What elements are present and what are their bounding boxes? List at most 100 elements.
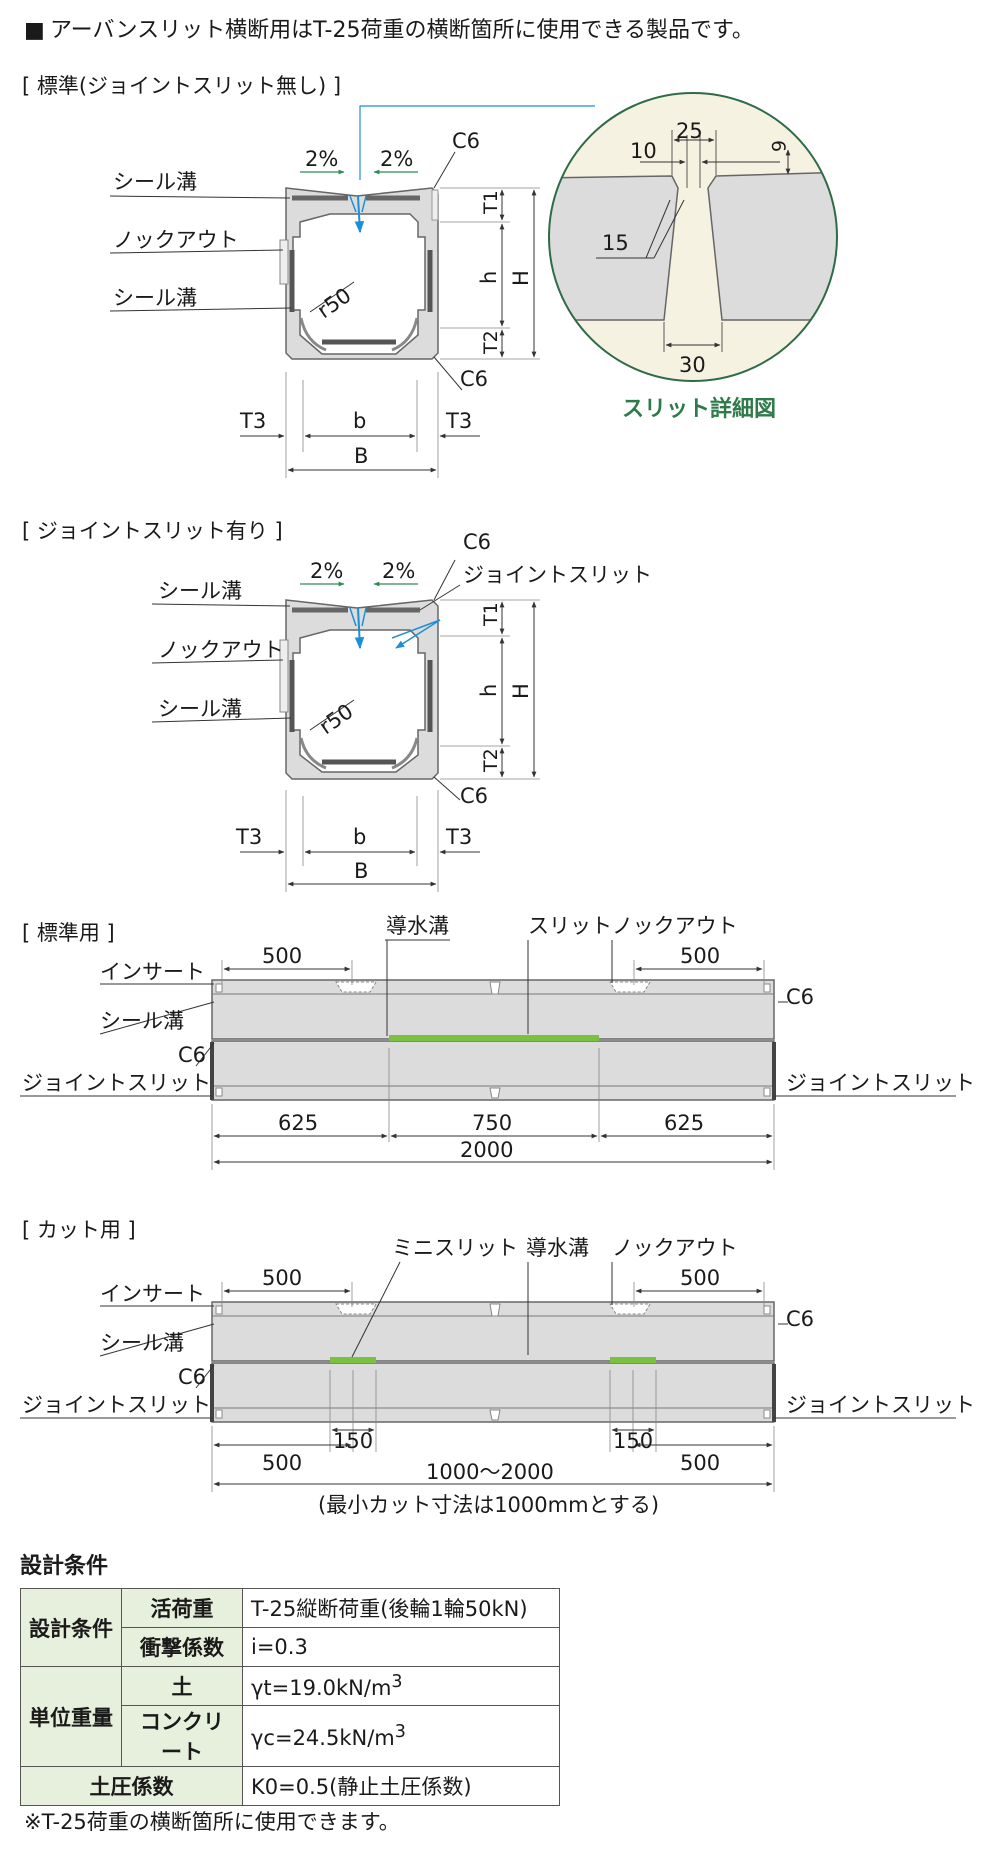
header-marker: ■ [24, 18, 45, 43]
section-joint-drawing [151, 559, 540, 892]
plan-dim-b: 750 [472, 1111, 512, 1135]
cut-label-joint-right: ジョイントスリット [786, 1393, 975, 1417]
cut-label-seal: シール溝 [100, 1331, 184, 1355]
joint-dim-T2: T2 [480, 748, 502, 773]
joint-label-joint-slit: ジョイントスリット [463, 563, 652, 587]
section-joint-title: [ ジョイントスリット有り ] [22, 519, 283, 543]
plan-label-insert: インサート [100, 960, 205, 984]
joint-dim-H: H [509, 683, 533, 699]
dim-B: B [354, 444, 368, 468]
slope-left: 2% [305, 147, 338, 171]
cut-label-joint-left: ジョイントスリット [22, 1393, 211, 1417]
plan-dim-c: 625 [664, 1111, 704, 1135]
cut-dim-150-right: 150 [613, 1429, 653, 1453]
dim-T3-right: T3 [445, 409, 472, 433]
technical-drawing: ■ アーバンスリット横断用はT-25荷重の横断箇所に使用できる製品です。 [ 標… [20, 18, 975, 1517]
plan-label-slit: スリット [528, 914, 612, 938]
plan-cut-drawing [20, 1261, 956, 1492]
table-item: 土 [121, 1666, 243, 1706]
table-value: γt=19.0kN/m3 [242, 1666, 560, 1706]
cut-label-c6-right: C6 [786, 1307, 814, 1331]
joint-dim-h: h [477, 684, 501, 697]
label-knockout: ノックアウト [113, 228, 239, 252]
detail-dim-25: 25 [676, 119, 703, 143]
footnote: ※T-25荷重の横断箇所に使用できます。 [24, 1810, 400, 1834]
section-standard-title: [ 標準(ジョイントスリット無し) ] [22, 74, 341, 98]
dim-T3-left: T3 [239, 409, 266, 433]
plan-label-seal: シール溝 [100, 1009, 184, 1033]
chamfer-top: C6 [452, 129, 480, 153]
plan-standard-title: [ 標準用 ] [22, 921, 115, 945]
table-group-design: 設計条件 [20, 1588, 122, 1667]
section-standard-drawing [109, 105, 595, 478]
plan-label-joint-left: ジョイントスリット [22, 1071, 211, 1095]
detail-caption: スリット詳細図 [622, 396, 776, 422]
table-item: 土圧係数 [20, 1766, 243, 1806]
detail-dim-6: 6 [767, 140, 789, 152]
cut-label-drain: 導水溝 [526, 1236, 589, 1260]
dim-h: h [477, 271, 501, 284]
table-value: γc=24.5kN/m3 [242, 1705, 560, 1767]
joint-label-seal-groove-1: シール溝 [158, 579, 242, 603]
table-item: 活荷重 [121, 1588, 243, 1628]
joint-slope-right: 2% [382, 559, 415, 583]
cut-dim-150-left: 150 [333, 1429, 373, 1453]
joint-dim-T3-left: T3 [235, 825, 262, 849]
joint-dim-B: B [354, 859, 368, 883]
table-group-unit-weight: 単位重量 [20, 1666, 122, 1767]
joint-chamfer-top: C6 [463, 530, 491, 554]
table-item: コンクリート [121, 1705, 243, 1767]
dim-H: H [509, 270, 533, 286]
cut-note: (最小カット寸法は1000mmとする) [318, 1493, 659, 1517]
slit-detail [548, 92, 838, 382]
cut-label-insert: インサート [100, 1282, 205, 1306]
cut-dim-bottom-right: 500 [680, 1451, 720, 1475]
table-row: 衝撃係数 i=0.3 [21, 1627, 560, 1667]
plan-label-c6-left: C6 [178, 1043, 206, 1067]
table-value: i=0.3 [242, 1627, 560, 1667]
plan-cut-title: [ カット用 ] [22, 1218, 136, 1242]
table-row: 単位重量 土 γt=19.0kN/m3 [20, 1666, 560, 1767]
joint-dim-T3-right: T3 [445, 825, 472, 849]
plan-label-knockout: ノックアウト [612, 914, 738, 938]
chamfer-bottom: C6 [460, 367, 488, 391]
joint-slope-left: 2% [310, 559, 343, 583]
joint-dim-T1: T1 [480, 602, 502, 627]
plan-dim-top-left: 500 [262, 944, 302, 968]
dim-T1: T1 [480, 190, 502, 215]
dim-b: b [353, 409, 366, 433]
plan-dim-a: 625 [278, 1111, 318, 1135]
joint-chamfer-bottom: C6 [460, 784, 488, 808]
table-value: K0=0.5(静止土圧係数) [242, 1766, 560, 1806]
cut-label-mini-slit: ミニスリット [392, 1236, 518, 1260]
plan-label-drain: 導水溝 [386, 914, 449, 938]
dim-T2: T2 [480, 330, 502, 355]
label-seal-groove-2: シール溝 [113, 286, 197, 310]
detail-dim-15: 15 [602, 231, 629, 255]
cut-label-knockout: ノックアウト [612, 1236, 738, 1260]
cut-dim-top-right: 500 [680, 1266, 720, 1290]
label-seal-groove-1: シール溝 [113, 170, 197, 194]
table-value-main: γt=19.0kN/m [251, 1676, 392, 1700]
header-text: アーバンスリット横断用はT-25荷重の横断箇所に使用できる製品です。 [50, 18, 754, 43]
cut-dim-bottom-left: 500 [262, 1451, 302, 1475]
table-row: 土圧係数 K0=0.5(静止土圧係数) [20, 1766, 560, 1806]
detail-dim-10: 10 [630, 139, 657, 163]
plan-standard-drawing [20, 939, 956, 1170]
table-item: 衝撃係数 [121, 1627, 243, 1667]
table-row: 設計条件 活荷重 T-25縦断荷重(後輪1輪50kN) [20, 1588, 560, 1667]
conditions-title: 設計条件 [20, 1554, 109, 1579]
cut-dim-total: 1000～2000 [426, 1460, 554, 1484]
table-row: コンクリート γc=24.5kN/m3 [21, 1705, 560, 1767]
conditions-table: 設計条件 活荷重 T-25縦断荷重(後輪1輪50kN) 衝撃係数 i=0.3 単… [20, 1588, 560, 1806]
joint-label-knockout: ノックアウト [158, 638, 284, 662]
plan-dim-total: 2000 [460, 1138, 513, 1162]
detail-dim-30: 30 [679, 353, 706, 377]
table-value-sup: 3 [391, 1672, 403, 1692]
table-value-main: γc=24.5kN/m [251, 1726, 395, 1750]
plan-label-joint-right: ジョイントスリット [786, 1071, 975, 1095]
slope-right: 2% [380, 147, 413, 171]
cut-dim-top-left: 500 [262, 1266, 302, 1290]
joint-label-seal-groove-2: シール溝 [158, 697, 242, 721]
